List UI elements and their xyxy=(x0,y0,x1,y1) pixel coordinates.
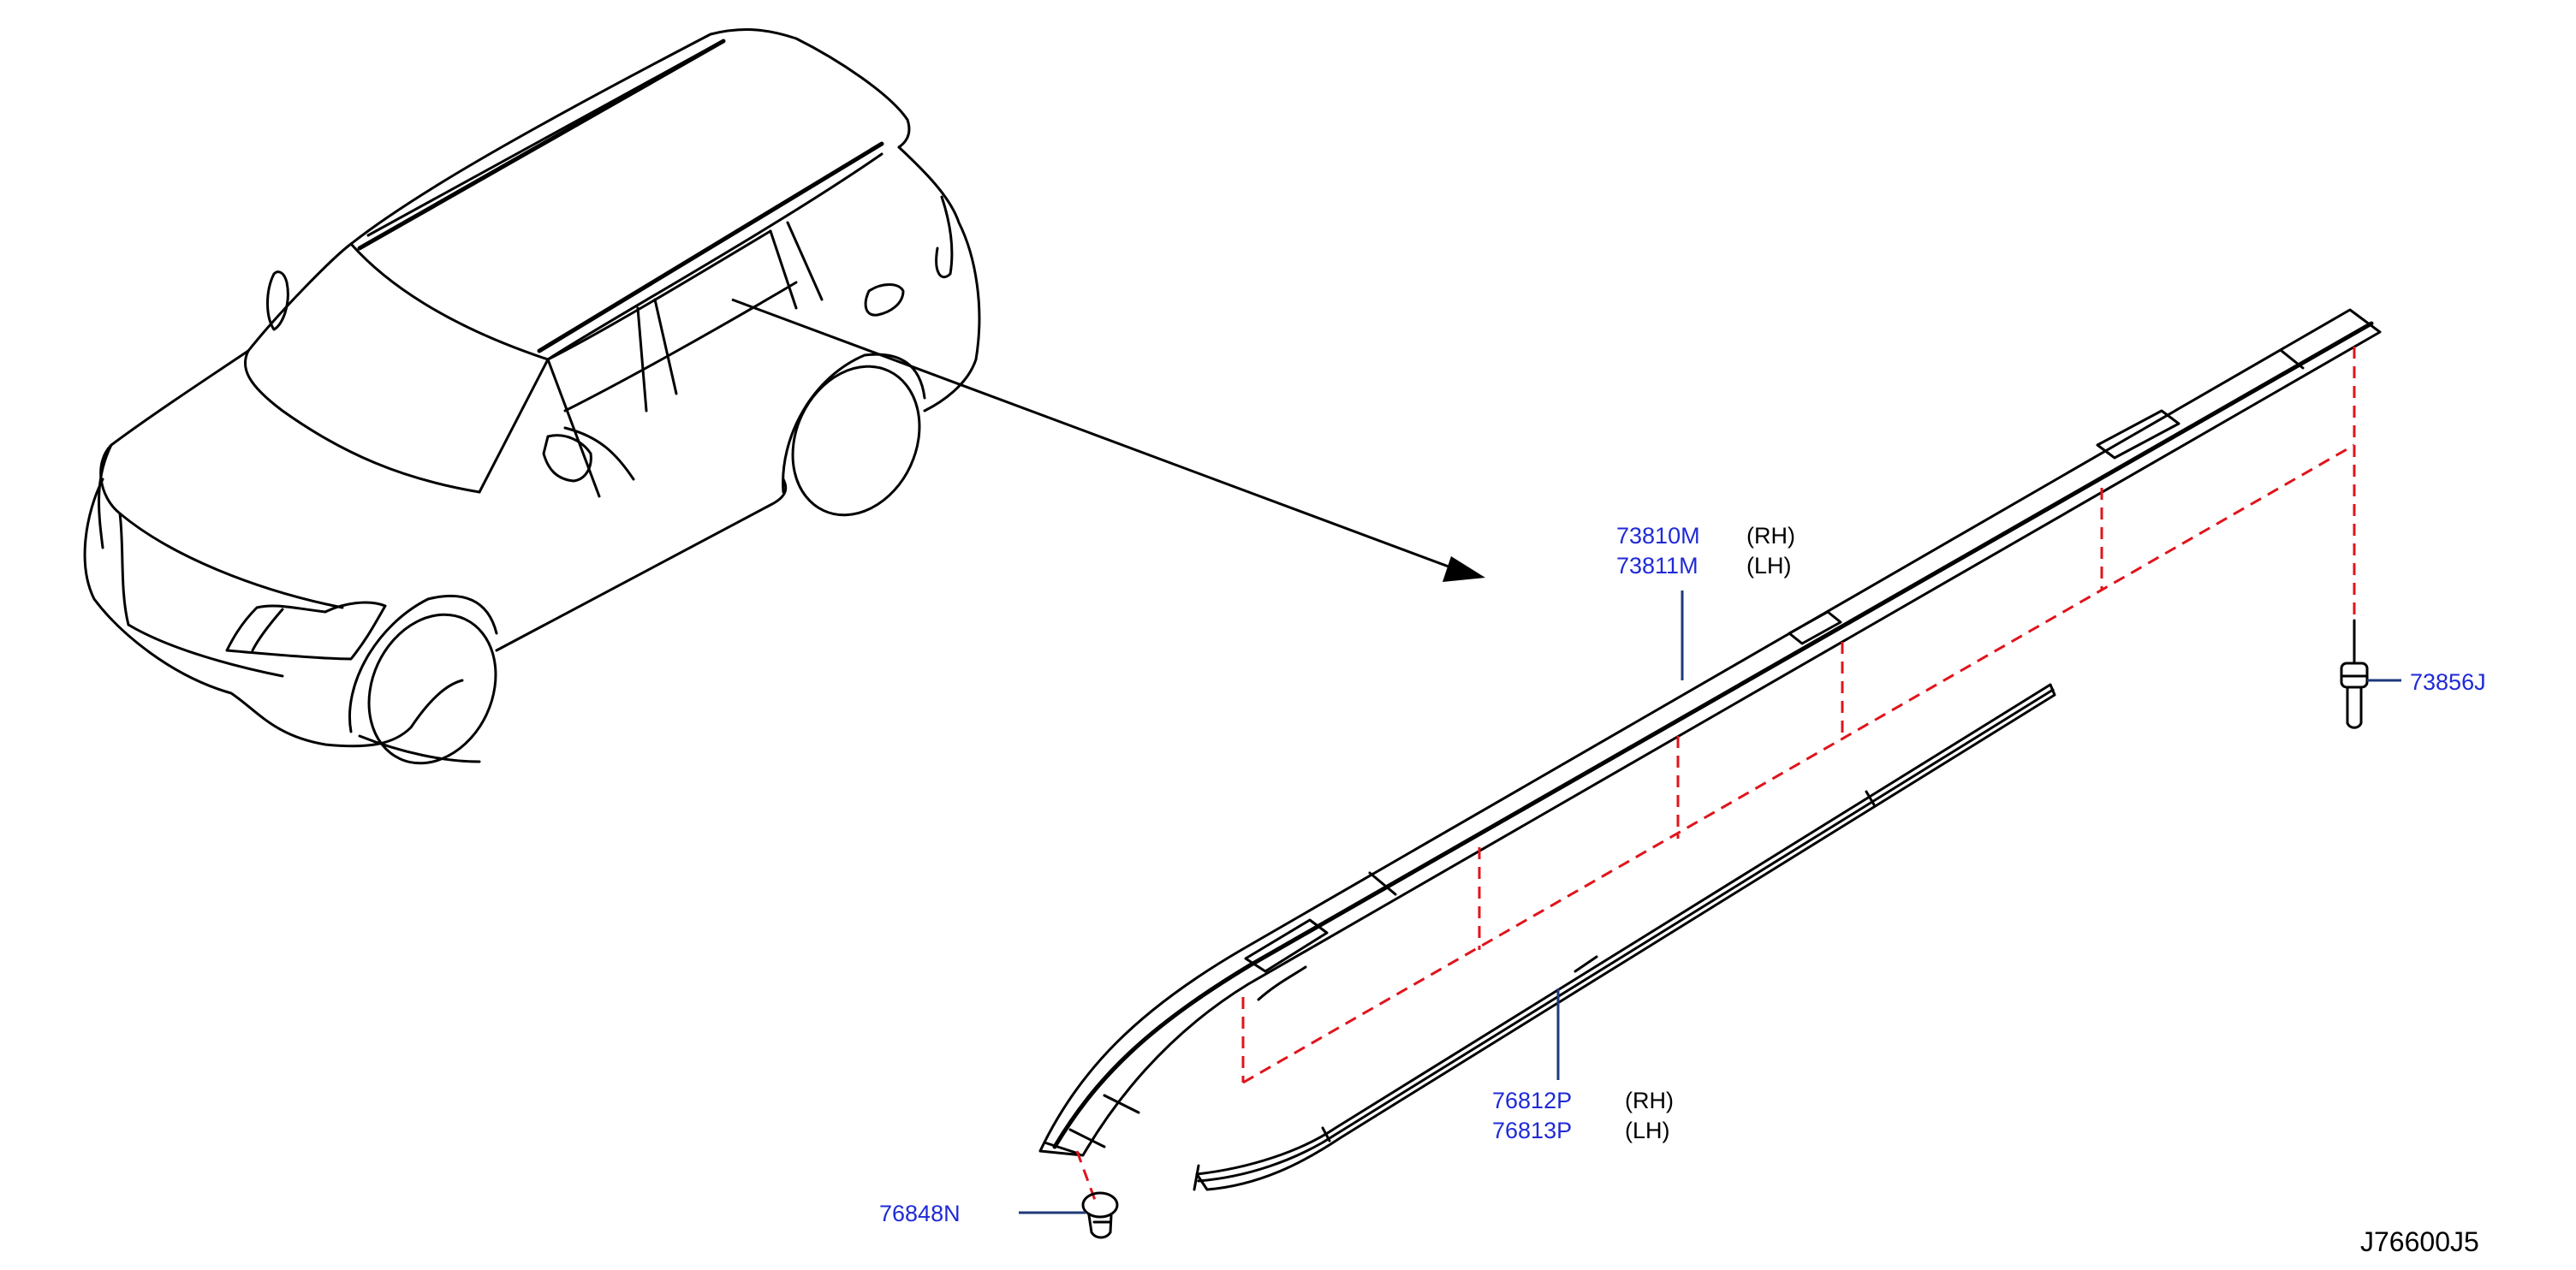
vehicle-illustration xyxy=(83,28,981,765)
diagram-code: J76600J5 xyxy=(2360,1226,2479,1257)
drip-molding-callout: 76812P (RH) 76813P (LH) xyxy=(1492,1088,1674,1143)
side-roof-rail-rh: (RH) xyxy=(1746,523,1795,549)
callout-leaders xyxy=(1019,590,2401,1214)
side-drip-molding-rh: (RH) xyxy=(1625,1088,1674,1113)
stud-fastener xyxy=(2340,619,2369,729)
roof-rail-part xyxy=(1038,308,2382,1157)
fastener-hidden-lines xyxy=(1075,347,2356,1203)
clip-fastener xyxy=(1081,1191,1119,1239)
part-number-stud: 73856J xyxy=(2410,669,2486,695)
part-number-clip: 76848N xyxy=(879,1201,961,1226)
part-number-drip-molding-rh: 76812P xyxy=(1492,1088,1572,1113)
part-number-roof-rail-lh: 73811M xyxy=(1616,553,1698,579)
part-number-roof-rail-rh: 73810M xyxy=(1616,523,1700,549)
drip-molding-part xyxy=(1193,683,2056,1191)
detail-arrow xyxy=(731,298,1485,582)
side-drip-molding-lh: (LH) xyxy=(1625,1118,1670,1143)
part-number-drip-molding-lh: 76813P xyxy=(1492,1118,1572,1143)
roof-rail-callout: 73810M (RH) 73811M (LH) xyxy=(1616,523,1795,579)
side-roof-rail-lh: (LH) xyxy=(1746,553,1792,579)
